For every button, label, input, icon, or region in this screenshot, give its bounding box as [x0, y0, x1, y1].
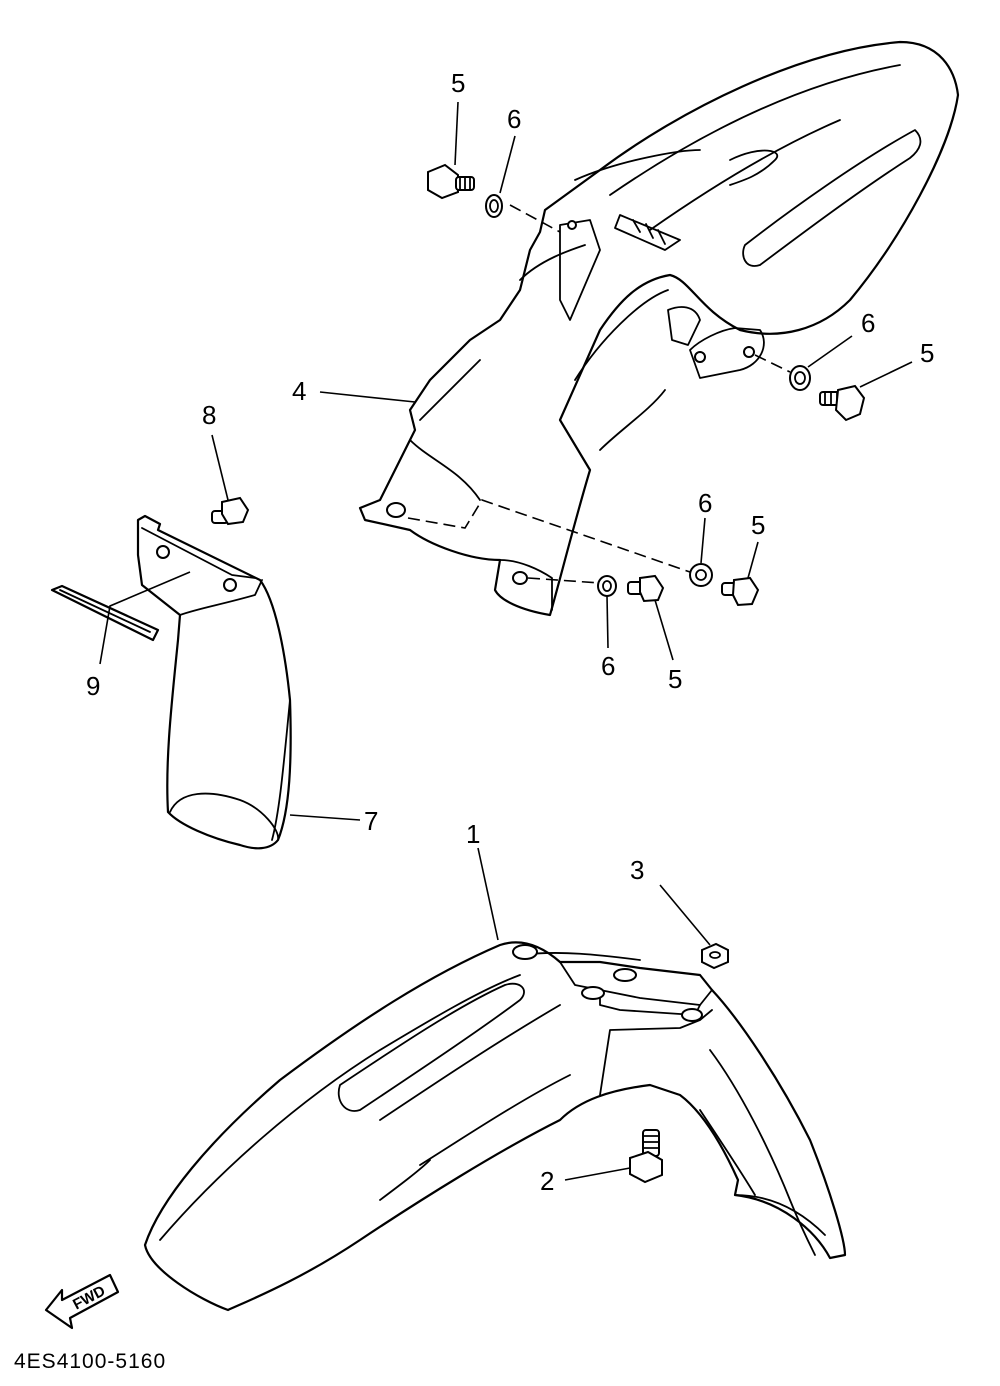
- plate-strip-9: [50, 584, 160, 642]
- assembly-line-rear-lower: [407, 499, 691, 573]
- callout-9: 9: [86, 671, 100, 701]
- callout-7: 7: [364, 806, 378, 836]
- forward-arrow-icon: FWD: [44, 1273, 120, 1330]
- callout-6-upper-right: 6: [861, 308, 875, 338]
- bolt-8: [211, 496, 250, 526]
- leader-8: [211, 434, 229, 501]
- leader-6d: [606, 595, 609, 649]
- bolt-2: [629, 1129, 663, 1184]
- leader-6c: [700, 517, 706, 564]
- callout-5-upper-left: 5: [451, 68, 465, 98]
- callout-6-lower-right: 6: [698, 488, 712, 518]
- leader-5a: [454, 101, 459, 166]
- callout-4: 4: [292, 376, 306, 406]
- drawing-code: 4ES4100-5160: [14, 1350, 166, 1373]
- callout-8: 8: [202, 400, 216, 430]
- collar-6-lower-right: [689, 563, 713, 587]
- leader-1: [477, 847, 499, 941]
- rear-fender: [358, 40, 960, 617]
- bolt-5-lower-middle: [627, 574, 665, 603]
- assembly-line-rear-upper: [509, 204, 561, 233]
- nut-3: [701, 942, 729, 970]
- callout-5-lower-middle: 5: [668, 664, 682, 694]
- leader-9: [99, 571, 191, 665]
- leader-5c: [747, 541, 759, 579]
- callout-1: 1: [466, 819, 480, 849]
- collar-6-upper-left: [485, 194, 503, 218]
- collar-6-lower-middle: [597, 575, 617, 597]
- leader-3: [659, 884, 711, 946]
- callout-6-lower-middle: 6: [601, 651, 615, 681]
- leader-2: [564, 1167, 631, 1181]
- callout-5-lower-right: 5: [751, 510, 765, 540]
- leader-5b: [859, 361, 913, 388]
- bolt-5-lower-right: [721, 576, 760, 607]
- front-fender: [143, 941, 847, 1312]
- leader-7: [289, 814, 361, 821]
- mud-flap: [136, 514, 292, 850]
- callout-5-upper-right: 5: [920, 338, 934, 368]
- assembly-line-rear-right: [754, 354, 791, 373]
- bolt-5-upper-left: [427, 163, 475, 200]
- leader-6a: [499, 135, 516, 194]
- callout-6-upper-left: 6: [507, 104, 521, 134]
- bolt-5-upper-right: [819, 384, 866, 422]
- callout-2: 2: [540, 1166, 554, 1196]
- callout-3: 3: [630, 855, 644, 885]
- collar-6-upper-right: [789, 365, 811, 391]
- leader-6b: [807, 335, 853, 368]
- leader-5d: [654, 599, 674, 661]
- leader-4: [319, 391, 416, 403]
- assembly-line-rear-lower-2: [527, 577, 601, 584]
